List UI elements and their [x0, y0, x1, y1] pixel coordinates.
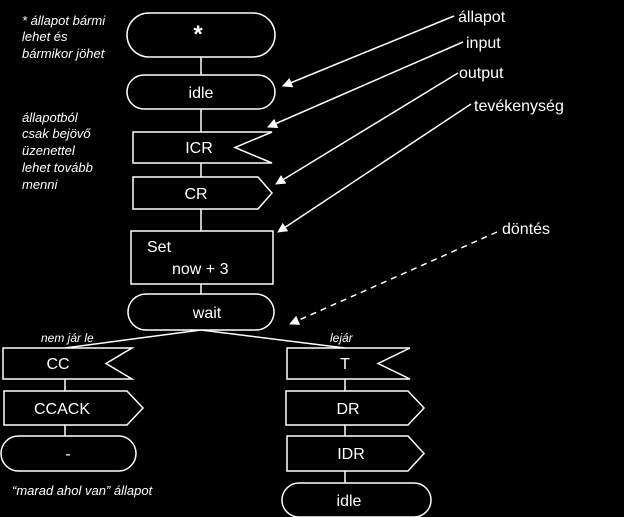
svg-text:wait: wait [192, 305, 222, 322]
arrow-decision [289, 231, 498, 325]
node-wait-state: wait [127, 293, 275, 331]
svg-text:*: * [193, 21, 203, 48]
arrow-output [275, 72, 459, 185]
svg-text:Set: Set [147, 239, 172, 256]
svg-text:CC: CC [46, 356, 69, 373]
svg-text:idle: idle [337, 493, 362, 510]
node-idle-end-state: idle [281, 482, 432, 517]
svg-text:CCACK: CCACK [34, 401, 90, 418]
svg-text:T: T [340, 356, 350, 373]
callout-activity: tevékenység [474, 98, 564, 115]
svg-text:CR: CR [184, 186, 207, 203]
svg-text:DR: DR [336, 401, 359, 418]
svg-text:now + 3: now + 3 [172, 261, 229, 278]
branch-label-not-expired: nem jár le [41, 331, 94, 345]
note-stay: “marad ahol van” állapot [12, 483, 154, 498]
node-idr-output: IDR [286, 435, 426, 472]
node-ccack-output: CCACK [3, 390, 145, 426]
node-cr-output: CR [132, 176, 273, 210]
callout-input: input [466, 35, 501, 52]
node-set-activity: Set now + 3 [130, 230, 274, 285]
note-any-state: * állapot bármi lehet és bármikor jöhet [22, 13, 109, 61]
edge-wait-t [200, 329, 346, 349]
edge-wait-cc [64, 329, 202, 349]
node-dash-state: - [0, 435, 137, 472]
callout-output: output [459, 65, 504, 82]
svg-text:IDR: IDR [337, 446, 365, 463]
node-icr-input: ICR [132, 131, 273, 164]
callout-state: állapot [458, 9, 506, 26]
arrow-state [282, 15, 455, 88]
svg-text:-: - [65, 446, 70, 463]
svg-text:ICR: ICR [185, 140, 213, 157]
branch-label-expired: lejár [330, 331, 354, 345]
callout-decision: döntés [502, 221, 550, 238]
node-dr-output: DR [285, 390, 426, 426]
node-t-input: T [286, 347, 411, 380]
arrow-activity [277, 103, 472, 233]
node-idle-state: idle [126, 74, 276, 110]
node-cc-input: CC [2, 347, 135, 380]
arrow-input [267, 41, 464, 128]
note-only-incoming: állapotból csak bejövő üzenettel lehet t… [22, 110, 96, 192]
svg-text:idle: idle [189, 85, 214, 102]
node-star-state: * [126, 12, 276, 58]
